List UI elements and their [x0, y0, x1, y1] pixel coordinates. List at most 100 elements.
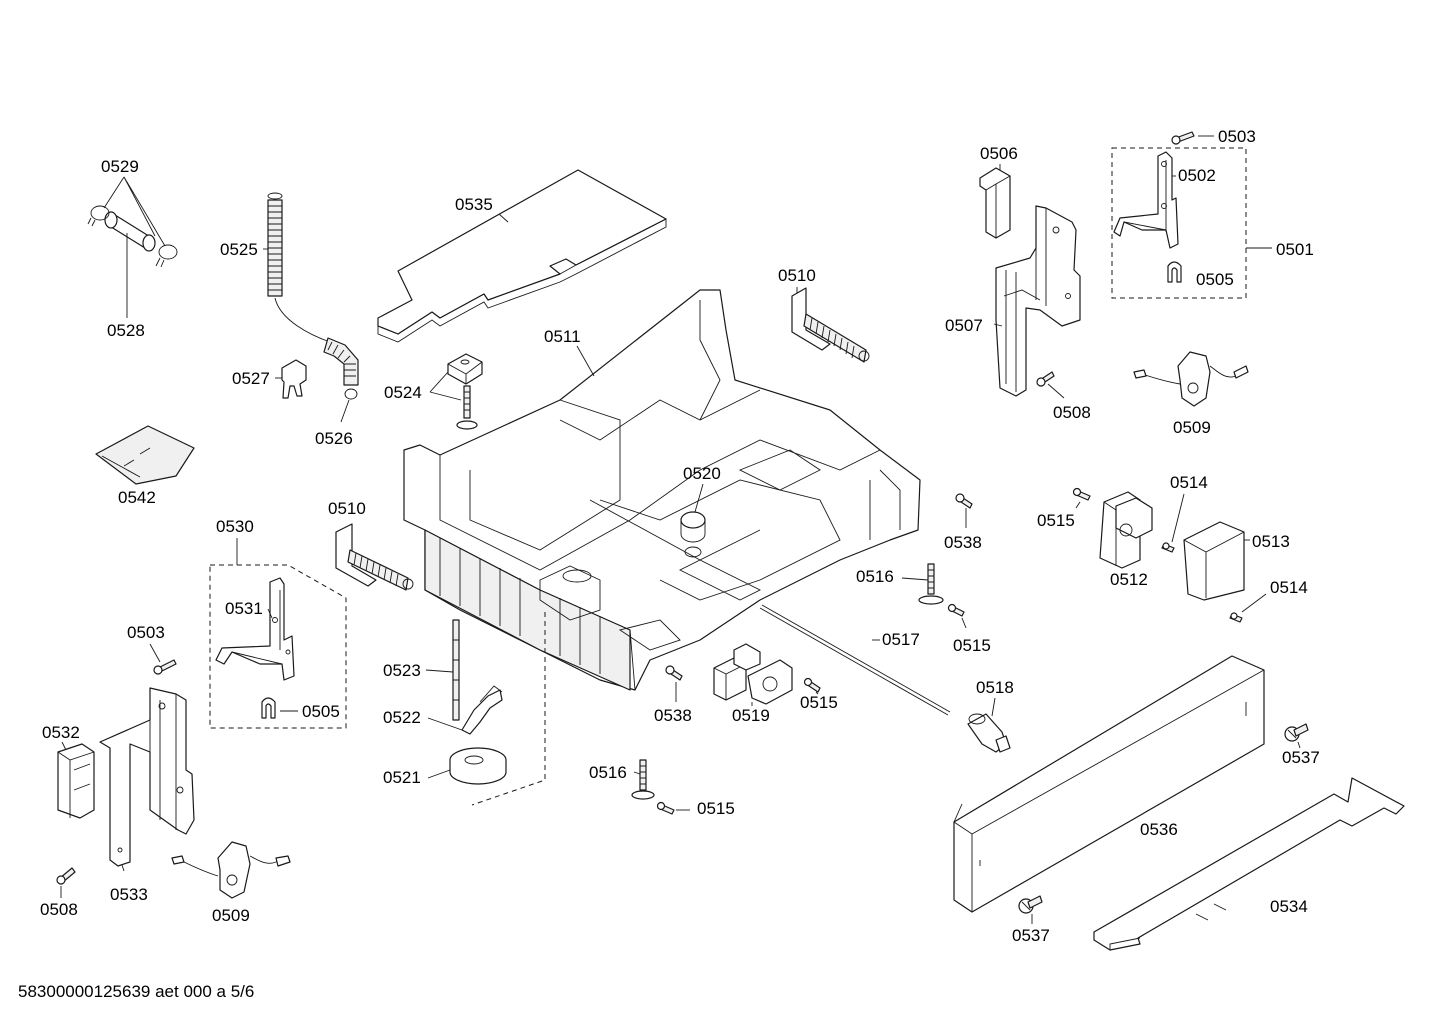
rod-0523	[452, 619, 460, 721]
label-0516-middle: 0516	[856, 567, 894, 586]
screw-0508-right	[1036, 371, 1055, 387]
label-0535: 0535	[455, 195, 493, 214]
valve-0519	[713, 643, 793, 705]
label-0538-center: 0538	[654, 706, 692, 725]
label-0538-right: 0538	[944, 533, 982, 552]
screw-0514-b	[1229, 612, 1243, 623]
screw-0537-a	[1284, 723, 1309, 742]
label-0506: 0506	[980, 144, 1018, 163]
label-0537-b: 0537	[1012, 926, 1050, 945]
hose-sleeve-0528	[104, 211, 156, 252]
float-arm-0522	[461, 685, 503, 735]
label-0509-left: 0509	[212, 906, 250, 925]
label-0505-right: 0505	[1196, 270, 1234, 289]
label-0510-top: 0510	[778, 266, 816, 285]
label-0525: 0525	[220, 240, 258, 259]
corrugated-hose-0525	[267, 192, 331, 343]
label-0523: 0523	[383, 661, 421, 680]
screw-0538-right	[955, 493, 973, 509]
sensor-0509-left	[171, 841, 291, 899]
screw-0503-right	[1171, 131, 1195, 145]
label-0528: 0528	[107, 321, 145, 340]
label-0529: 0529	[101, 157, 139, 176]
label-0520: 0520	[683, 464, 721, 483]
label-0509-right: 0509	[1173, 418, 1211, 437]
label-0510-left: 0510	[328, 499, 366, 518]
label-0508-right: 0508	[1053, 403, 1091, 422]
label-0515-middle: 0515	[953, 636, 991, 655]
screw-0537-b	[1018, 895, 1043, 914]
toe-kick-panel-0536	[953, 655, 1265, 913]
label-0518: 0518	[976, 678, 1014, 697]
label-0513: 0513	[1252, 532, 1290, 551]
screw-0515-middle	[947, 603, 965, 617]
spring-bracket-0510-top	[791, 287, 870, 363]
label-0515-valve: 0515	[800, 693, 838, 712]
label-0501: 0501	[1276, 240, 1314, 259]
cover-0532	[57, 743, 95, 819]
label-0532: 0532	[42, 723, 80, 742]
screw-0515-valve	[803, 677, 821, 693]
cover-0513	[1183, 521, 1245, 601]
label-0530: 0530	[216, 517, 254, 536]
label-0533: 0533	[110, 885, 148, 904]
label-0537-a: 0537	[1282, 748, 1320, 767]
label-0527: 0527	[232, 369, 270, 388]
spring-bracket-0510-left	[335, 523, 414, 591]
plug-0524	[447, 353, 483, 385]
label-0519: 0519	[732, 706, 770, 725]
housing-0512	[1099, 491, 1153, 569]
label-0521: 0521	[383, 768, 421, 787]
label-0502: 0502	[1178, 166, 1216, 185]
label-0515-housing: 0515	[1037, 511, 1075, 530]
screw-0514-a	[1161, 542, 1175, 553]
cover-0506	[979, 167, 1011, 239]
label-0511: 0511	[544, 327, 581, 346]
label-0508-left: 0508	[40, 900, 78, 919]
cover-plate-0535	[377, 169, 667, 343]
screw-0503-left	[153, 659, 177, 675]
part-labels: 0529 0528 0525 0527 0526 0542 0535 0511 …	[40, 127, 1320, 945]
label-0526: 0526	[315, 429, 353, 448]
clip-0505-left	[261, 697, 276, 719]
hose-clamp-0529	[87, 205, 178, 268]
screw-0524	[456, 385, 478, 430]
label-0517: 0517	[882, 630, 920, 649]
rod-0517	[759, 604, 951, 716]
label-0512: 0512	[1110, 570, 1148, 589]
screw-bag-0542	[95, 425, 195, 485]
label-0515-bottom: 0515	[697, 799, 735, 818]
screw-0515-bottom	[656, 801, 675, 815]
label-0542: 0542	[118, 488, 156, 507]
label-0524: 0524	[384, 383, 422, 402]
label-0531: 0531	[225, 599, 263, 618]
bracket-0507	[995, 205, 1081, 397]
label-0522: 0522	[383, 708, 421, 727]
label-0514-b: 0514	[1270, 578, 1308, 597]
clip-0505-right	[1167, 261, 1182, 283]
sump-0520	[680, 511, 706, 558]
bracket-0533	[99, 687, 195, 867]
bracket-0502	[1113, 151, 1179, 249]
label-0514-a: 0514	[1170, 473, 1208, 492]
knob-0518	[967, 713, 1011, 753]
screw-0516-middle	[918, 563, 944, 605]
clip-0527	[281, 359, 307, 399]
document-code: 58300000125639 aet 000 a 5/6	[18, 982, 254, 1001]
label-0507: 0507	[945, 316, 983, 335]
label-0503-right: 0503	[1218, 127, 1256, 146]
label-0536: 0536	[1140, 820, 1178, 839]
label-0516-bottom: 0516	[589, 763, 627, 782]
label-0534: 0534	[1270, 897, 1308, 916]
sensor-0509-right	[1133, 351, 1249, 407]
bottom-plate-0534	[1093, 777, 1405, 951]
label-0503-left: 0503	[127, 623, 165, 642]
hose-elbow-0526	[323, 337, 359, 400]
bracket-0531	[215, 577, 295, 681]
label-0505-left: 0505	[302, 702, 340, 721]
screw-0515-housing	[1072, 487, 1091, 501]
screw-0516-bottom	[631, 759, 655, 800]
screw-0508-left	[56, 867, 76, 885]
base-frame-0511	[403, 289, 921, 691]
